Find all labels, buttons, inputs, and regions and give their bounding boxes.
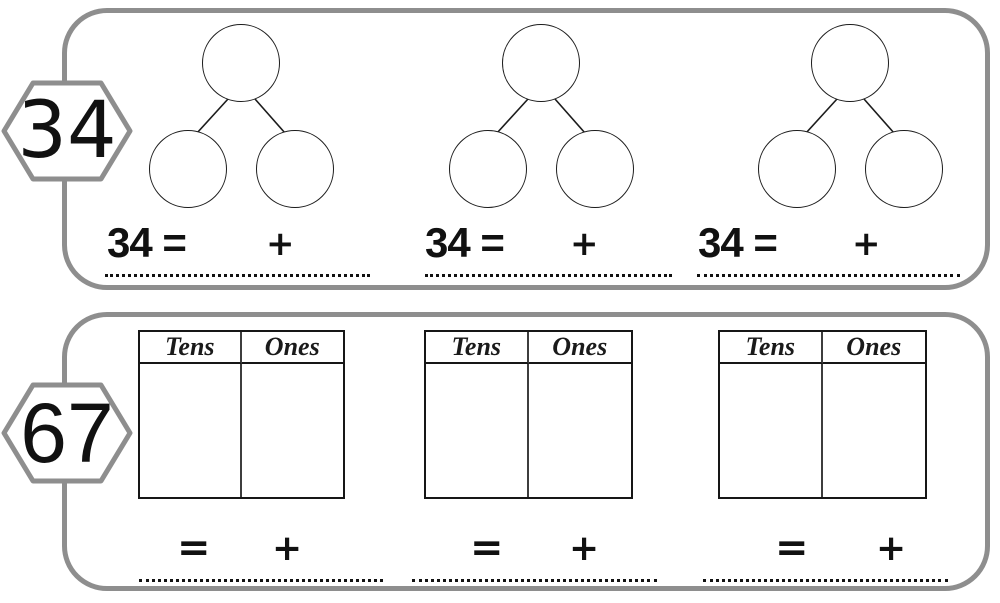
equals-sign: = xyxy=(470,525,504,571)
plus-sign: + xyxy=(569,528,600,569)
plus-sign: + xyxy=(266,224,295,264)
table-header-tens: Tens xyxy=(140,332,242,364)
bond-connector-lines-icon xyxy=(496,98,586,134)
table-cell-tens[interactable] xyxy=(426,364,529,497)
equals-sign: = xyxy=(177,525,211,571)
bond-whole-circle[interactable] xyxy=(811,24,889,102)
table-cell-ones[interactable] xyxy=(241,364,343,497)
badge-number-label: 34 xyxy=(17,86,117,176)
table-header-tens: Tens xyxy=(720,332,823,364)
table-cell-ones[interactable] xyxy=(528,364,631,497)
hexagon-badge-67: 67 xyxy=(0,381,134,485)
bond-connector-lines-icon xyxy=(805,98,895,134)
bond-part-circle-left[interactable] xyxy=(149,130,227,208)
badge-number-label: 67 xyxy=(20,385,114,480)
plus-sign: + xyxy=(876,528,907,569)
place-value-table-1: Tens Ones xyxy=(138,330,345,499)
bond-equation-prefix: 34 = xyxy=(107,219,187,266)
hexagon-icon xyxy=(1,382,133,484)
bond-equation-prefix: 34 = xyxy=(425,219,505,266)
number-bond-3 xyxy=(757,24,943,210)
place-value-table-2: Tens Ones xyxy=(424,330,633,499)
table-header-ones: Ones xyxy=(822,332,925,364)
plus-sign: + xyxy=(272,528,303,569)
bond-part-circle-right[interactable] xyxy=(865,130,943,208)
bond-part-circle-right[interactable] xyxy=(256,130,334,208)
number-bond-2 xyxy=(448,24,634,210)
bond-whole-circle[interactable] xyxy=(502,24,580,102)
answer-dotted-line[interactable] xyxy=(697,272,960,277)
plus-sign: + xyxy=(570,224,599,264)
bond-part-circle-left[interactable] xyxy=(758,130,836,208)
plus-sign: + xyxy=(852,224,881,264)
table-cell-ones[interactable] xyxy=(822,364,925,497)
table-header-ones: Ones xyxy=(241,332,343,364)
table-cell-tens[interactable] xyxy=(140,364,242,497)
answer-dotted-line[interactable] xyxy=(425,272,672,277)
table-cell-tens[interactable] xyxy=(720,364,823,497)
bond-part-circle-left[interactable] xyxy=(449,130,527,208)
answer-dotted-line[interactable] xyxy=(139,577,383,582)
bond-connector-lines-icon xyxy=(196,98,286,134)
answer-dotted-line[interactable] xyxy=(105,272,370,277)
hexagon-badge-34: 34 xyxy=(0,79,134,183)
number-bond-1 xyxy=(148,24,334,210)
hexagon-icon xyxy=(1,80,133,182)
bond-equation-prefix: 34 = xyxy=(698,219,778,266)
answer-dotted-line[interactable] xyxy=(703,577,948,582)
place-value-table-3: Tens Ones xyxy=(718,330,927,499)
bond-part-circle-right[interactable] xyxy=(556,130,634,208)
equals-sign: = xyxy=(775,525,809,571)
answer-dotted-line[interactable] xyxy=(412,577,657,582)
table-header-tens: Tens xyxy=(426,332,529,364)
table-header-ones: Ones xyxy=(528,332,631,364)
bond-whole-circle[interactable] xyxy=(202,24,280,102)
